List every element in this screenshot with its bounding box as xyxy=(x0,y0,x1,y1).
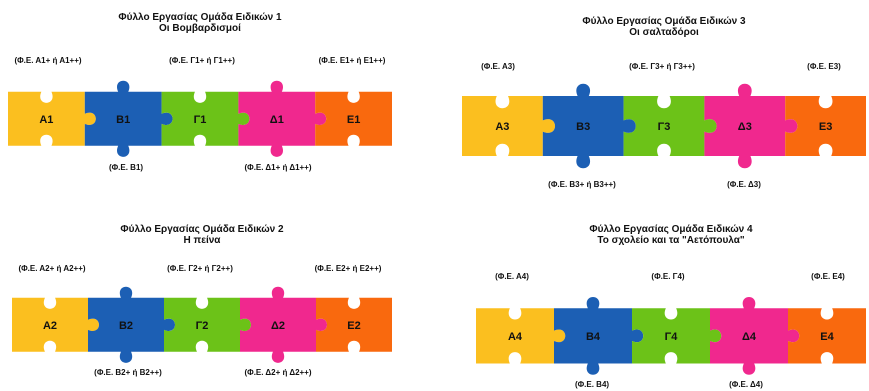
piece-label-g: (Φ.Ε. Γ3+ ή Γ3++) xyxy=(629,62,695,71)
group-title-line1: Φύλλο Εργασίας Ομάδα Ειδικών 4 xyxy=(476,224,866,235)
puzzle-piece-label-d: Δ4 xyxy=(742,331,757,343)
puzzle-piece-label-d: Δ2 xyxy=(271,320,285,332)
group-title: Φύλλο Εργασίας Ομάδα Ειδικών 2 Η πείνα xyxy=(12,224,392,246)
puzzle-group-4: Φύλλο Εργασίας Ομάδα Ειδικών 4 Το σχολεί… xyxy=(476,224,866,390)
group-title-line1: Φύλλο Εργασίας Ομάδα Ειδικών 3 xyxy=(462,16,866,27)
group-title-line2: Οι σαλταδόροι xyxy=(462,27,866,38)
puzzle-piece-label-e: Ε1 xyxy=(347,114,360,126)
group-title-line1: Φύλλο Εργασίας Ομάδα Ειδικών 2 xyxy=(12,224,392,235)
puzzle-strip: Α1 Β1 Γ1 Δ1 Ε1 xyxy=(8,72,392,162)
puzzle-piece-label-b: Β4 xyxy=(586,331,601,343)
puzzle-piece-label-d: Δ3 xyxy=(738,121,752,133)
puzzle-piece-label-g: Γ2 xyxy=(196,320,209,332)
piece-label-d: (Φ.Ε. Δ4) xyxy=(729,380,763,389)
puzzle-piece-label-g: Γ4 xyxy=(665,331,679,343)
piece-label-e: (Φ.Ε. Ε1+ ή Ε1++) xyxy=(319,56,386,65)
puzzle-piece-label-b: Β2 xyxy=(119,320,133,332)
piece-label-g: (Φ.Ε. Γ2+ ή Γ2++) xyxy=(167,264,233,273)
puzzle-piece-label-e: Ε2 xyxy=(347,320,360,332)
piece-label-b: (Φ.Ε. Β2+ ή Β2++) xyxy=(94,368,162,377)
puzzle-piece-label-e: Ε4 xyxy=(820,331,834,343)
piece-label-a: (Φ.Ε. Α2+ ή Α2++) xyxy=(18,264,85,273)
piece-label-d: (Φ.Ε. Δ2+ ή Δ2++) xyxy=(244,368,311,377)
puzzle-piece-label-a: Α3 xyxy=(495,121,509,133)
puzzle-piece-label-b: Β1 xyxy=(116,114,130,126)
puzzle-piece-label-g: Γ1 xyxy=(194,114,207,126)
piece-label-e: (Φ.Ε. Ε2+ ή Ε2++) xyxy=(315,264,382,273)
piece-label-a: (Φ.Ε. Α4) xyxy=(495,272,529,281)
piece-label-g: (Φ.Ε. Γ1+ ή Γ1++) xyxy=(169,56,235,65)
puzzle-strip: Α3 Β3 Γ3 Δ3 Ε3 xyxy=(462,74,866,174)
piece-label-b: (Φ.Ε. Β3+ ή Β3++) xyxy=(548,180,616,189)
group-title-line2: Οι Βομβαρδισμοί xyxy=(8,23,392,34)
piece-label-d: (Φ.Ε. Δ1+ ή Δ1++) xyxy=(244,163,311,172)
group-title: Φύλλο Εργασίας Ομάδα Ειδικών 1 Οι Βομβαρ… xyxy=(8,12,392,34)
piece-label-a: (Φ.Ε. Α3) xyxy=(481,62,515,71)
puzzle-strip: Α2 Β2 Γ2 Δ2 Ε2 xyxy=(12,278,392,368)
puzzle-group-1: Φύλλο Εργασίας Ομάδα Ειδικών 1 Οι Βομβαρ… xyxy=(8,12,392,182)
group-title-line2: Το σχολείο και τα "Αετόπουλα" xyxy=(476,235,866,246)
group-title-line2: Η πείνα xyxy=(12,235,392,246)
puzzle-piece-label-b: Β3 xyxy=(576,121,590,133)
puzzle-piece-label-e: Ε3 xyxy=(819,121,832,133)
group-title-line1: Φύλλο Εργασίας Ομάδα Ειδικών 1 xyxy=(8,12,392,23)
piece-label-d: (Φ.Ε. Δ3) xyxy=(727,180,761,189)
puzzle-strip: Α4 Β4 Γ4 Δ4 Ε4 xyxy=(476,288,866,380)
puzzle-group-2: Φύλλο Εργασίας Ομάδα Ειδικών 2 Η πείνα (… xyxy=(12,224,392,388)
puzzle-piece-label-d: Δ1 xyxy=(270,114,284,126)
puzzle-piece-label-a: Α2 xyxy=(43,320,57,332)
piece-label-a: (Φ.Ε. Α1+ ή Α1++) xyxy=(14,56,81,65)
piece-label-e: (Φ.Ε. Ε3) xyxy=(807,62,841,71)
puzzle-piece-label-g: Γ3 xyxy=(658,121,671,133)
puzzle-group-3: Φύλλο Εργασίας Ομάδα Ειδικών 3 Οι σαλταδ… xyxy=(462,16,866,192)
group-title: Φύλλο Εργασίας Ομάδα Ειδικών 4 Το σχολεί… xyxy=(476,224,866,246)
puzzle-piece-label-a: Α1 xyxy=(39,114,53,126)
group-title: Φύλλο Εργασίας Ομάδα Ειδικών 3 Οι σαλταδ… xyxy=(462,16,866,38)
piece-label-b: (Φ.Ε. Β4) xyxy=(575,380,609,389)
piece-label-e: (Φ.Ε. Ε4) xyxy=(811,272,845,281)
piece-label-g: (Φ.Ε. Γ4) xyxy=(651,272,684,281)
piece-label-b: (Φ.Ε. Β1) xyxy=(109,163,143,172)
puzzle-piece-label-a: Α4 xyxy=(508,331,523,343)
